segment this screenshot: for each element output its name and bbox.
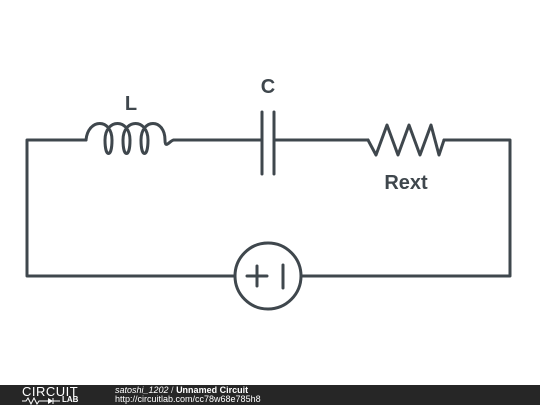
logo-resistor-icon xyxy=(22,397,60,405)
logo-text-circuit: CIRCUIT xyxy=(22,384,79,399)
circuit-url[interactable]: http://circuitlab.com/cc78w68e785h8 xyxy=(115,394,261,404)
circuit-title[interactable]: Unnamed Circuit xyxy=(176,385,249,395)
circuit-meta: satoshi_1202 / Unnamed Circuit xyxy=(115,386,248,395)
wire-top-right xyxy=(299,138,512,278)
title-separator: / xyxy=(168,385,177,395)
logo-text-lab: LAB xyxy=(62,395,79,404)
voltage-source-circle xyxy=(233,241,303,311)
footer-bar: CIRCUIT LAB satoshi_1202 / Unnamed Circu… xyxy=(0,385,540,405)
inductor-symbol xyxy=(84,122,176,155)
resistor-label: Rext xyxy=(384,172,428,194)
circuit-diagram: L C Rext xyxy=(25,76,512,311)
author-username[interactable]: satoshi_1202 xyxy=(115,385,169,395)
wire-top-left xyxy=(25,138,237,278)
circuitlab-logo: CIRCUIT LAB xyxy=(22,385,92,405)
capacitor-label: C xyxy=(261,76,275,98)
inductor-label: L xyxy=(125,93,137,115)
resistor-symbol xyxy=(366,123,446,157)
